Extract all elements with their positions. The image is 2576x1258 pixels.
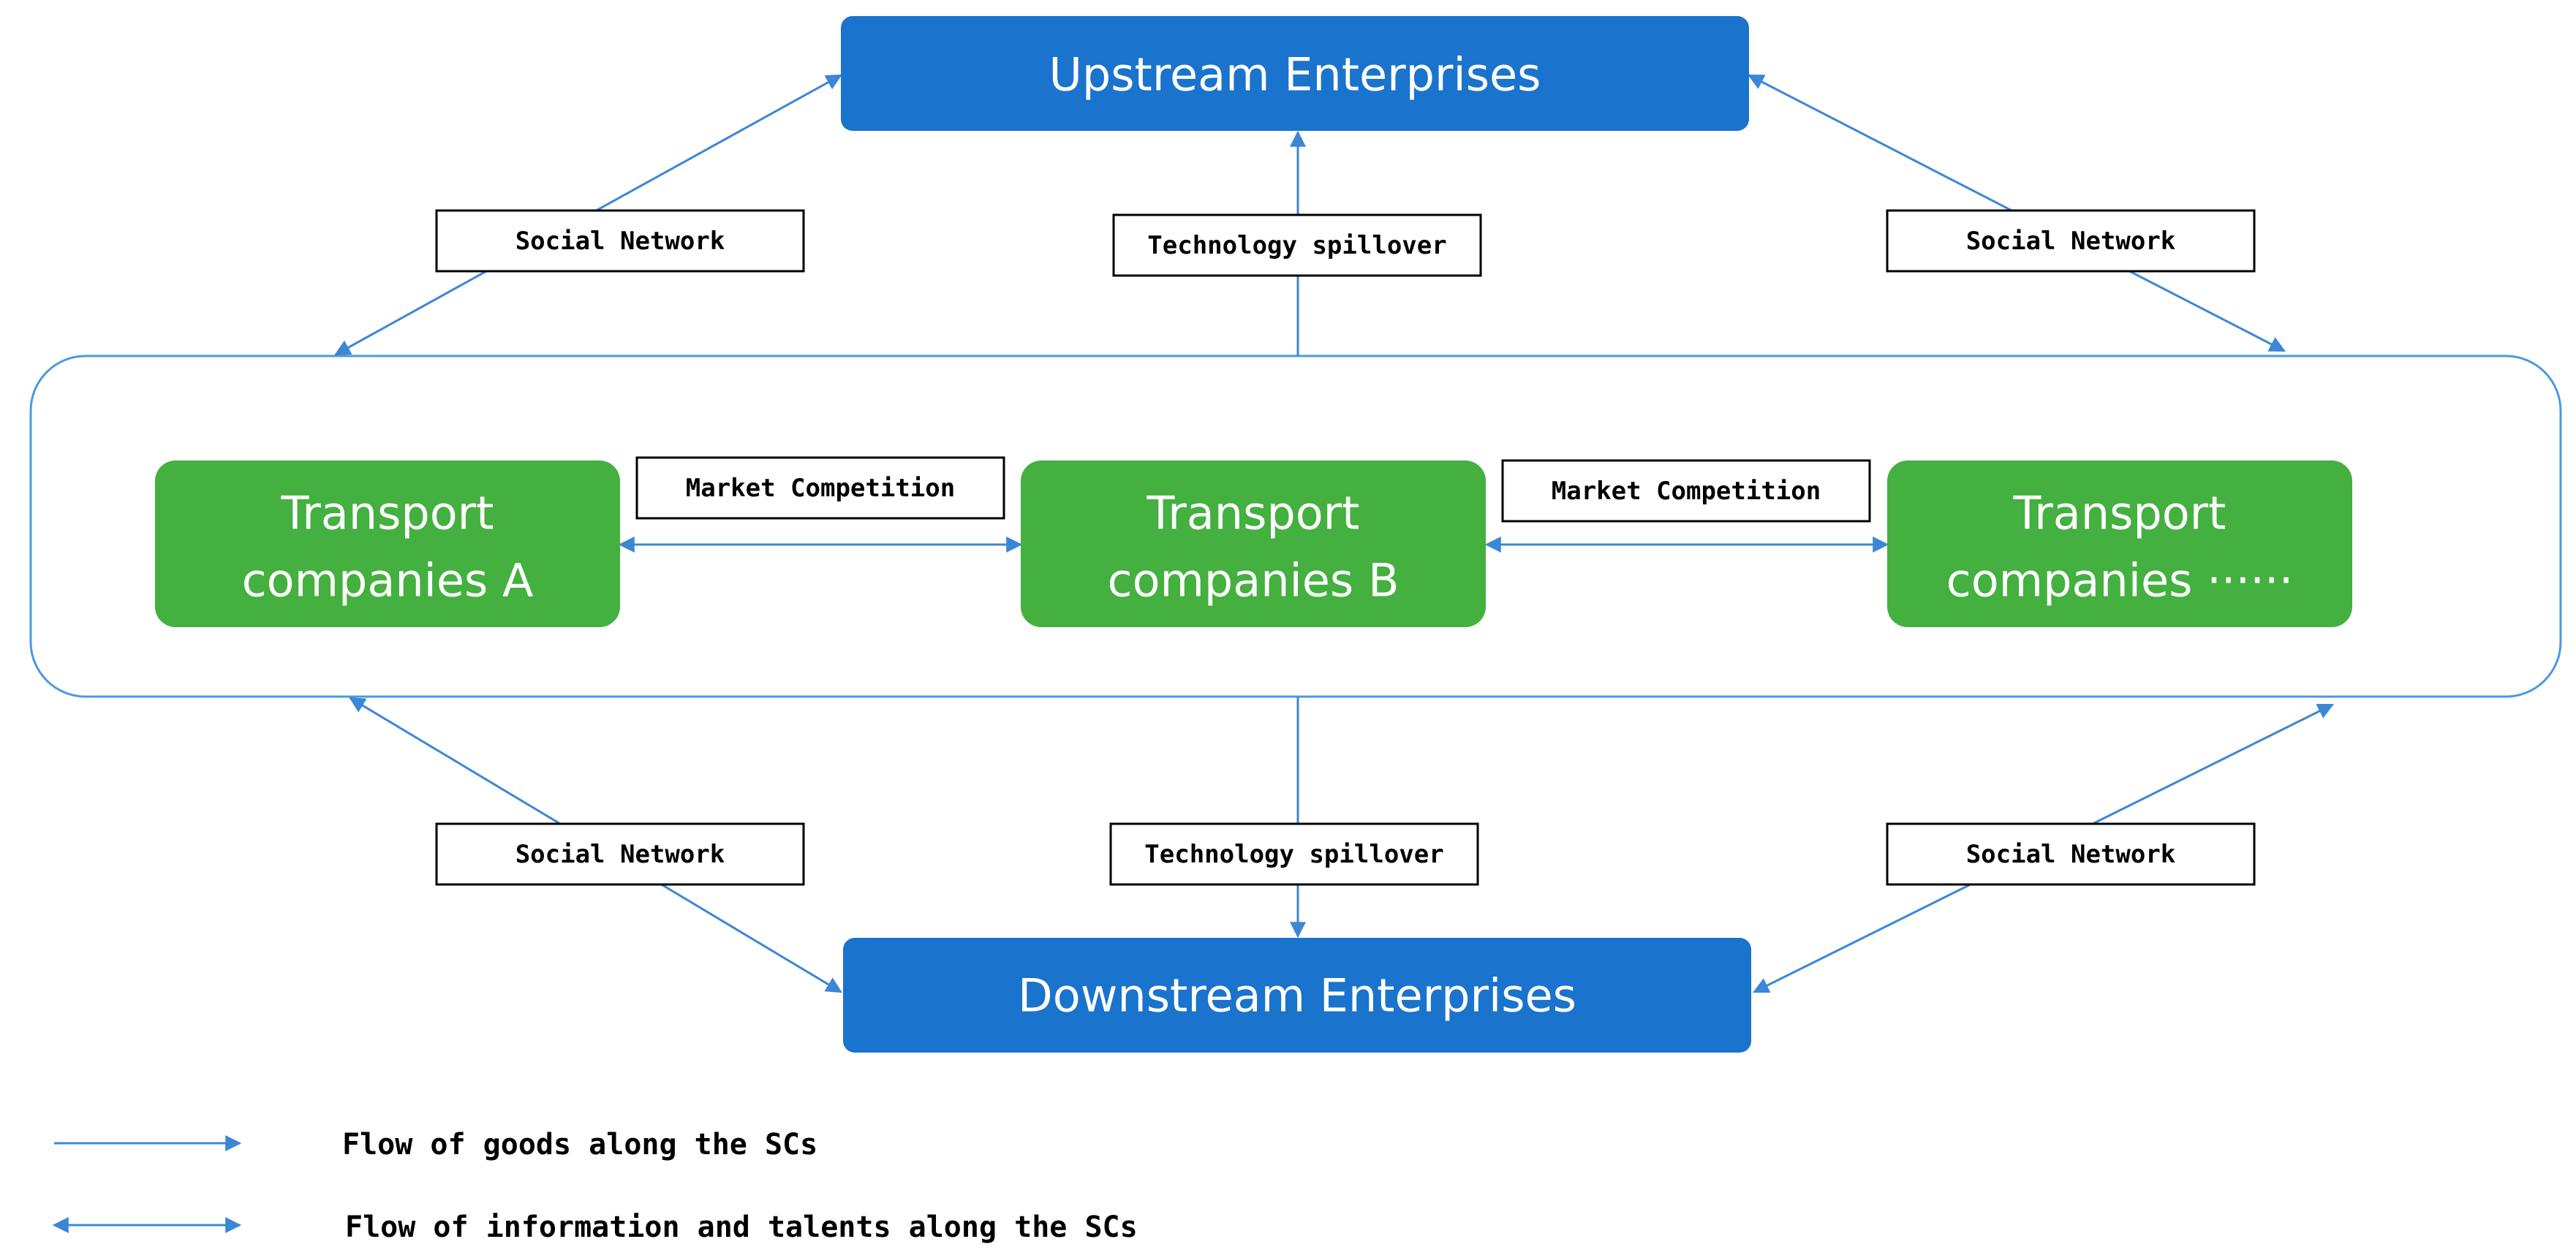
transport-company-more-line2: companies ······ bbox=[1946, 554, 2294, 607]
upstream-enterprises-node: Upstream Enterprises bbox=[841, 16, 1749, 131]
downstream-enterprises-node: Downstream Enterprises bbox=[843, 938, 1751, 1053]
svg-text:Technology spillover: Technology spillover bbox=[1147, 231, 1446, 260]
transport-company-b-line1: Transport bbox=[1147, 487, 1360, 540]
transport-company-b-line2: companies B bbox=[1108, 554, 1400, 607]
technology-spillover-label-upper: Technology spillover bbox=[1112, 213, 1482, 277]
svg-text:Social Network: Social Network bbox=[515, 840, 725, 869]
svg-text:Social Network: Social Network bbox=[1966, 227, 2176, 256]
market-competition-label-left: Market Competition bbox=[635, 456, 1005, 520]
svg-text:Social Network: Social Network bbox=[1966, 840, 2176, 869]
legend-goods-label: Flow of goods along the SCs bbox=[342, 1128, 817, 1162]
social-network-label-lower-left: Social Network bbox=[435, 822, 805, 886]
transport-company-a-node: Transport companies A bbox=[155, 461, 620, 627]
social-network-label-upper-left: Social Network bbox=[435, 209, 805, 273]
technology-spillover-label-lower: Technology spillover bbox=[1109, 822, 1479, 886]
svg-text:Social Network: Social Network bbox=[515, 227, 725, 256]
transport-company-more-node: Transport companies ······ bbox=[1887, 461, 2352, 627]
svg-text:Technology spillover: Technology spillover bbox=[1144, 840, 1443, 869]
transport-company-a-line1: Transport bbox=[281, 487, 494, 540]
transport-company-a-line2: companies A bbox=[242, 554, 534, 607]
svg-text:Market Competition: Market Competition bbox=[1552, 477, 1821, 506]
transport-cluster-container bbox=[29, 355, 2562, 698]
transport-company-more-line1: Transport bbox=[2013, 487, 2226, 540]
downstream-enterprises-label: Downstream Enterprises bbox=[1018, 969, 1576, 1023]
social-network-label-upper-right: Social Network bbox=[1886, 209, 2256, 273]
legend: Flow of goods along the SCs Flow of info… bbox=[52, 1128, 1138, 1244]
social-network-label-lower-right: Social Network bbox=[1886, 822, 2256, 886]
svg-text:Market Competition: Market Competition bbox=[686, 474, 955, 503]
upstream-enterprises-label: Upstream Enterprises bbox=[1049, 48, 1541, 102]
transport-company-b-node: Transport companies B bbox=[1021, 461, 1486, 627]
legend-info-label: Flow of information and talents along th… bbox=[345, 1210, 1138, 1244]
market-competition-label-right: Market Competition bbox=[1501, 459, 1871, 523]
